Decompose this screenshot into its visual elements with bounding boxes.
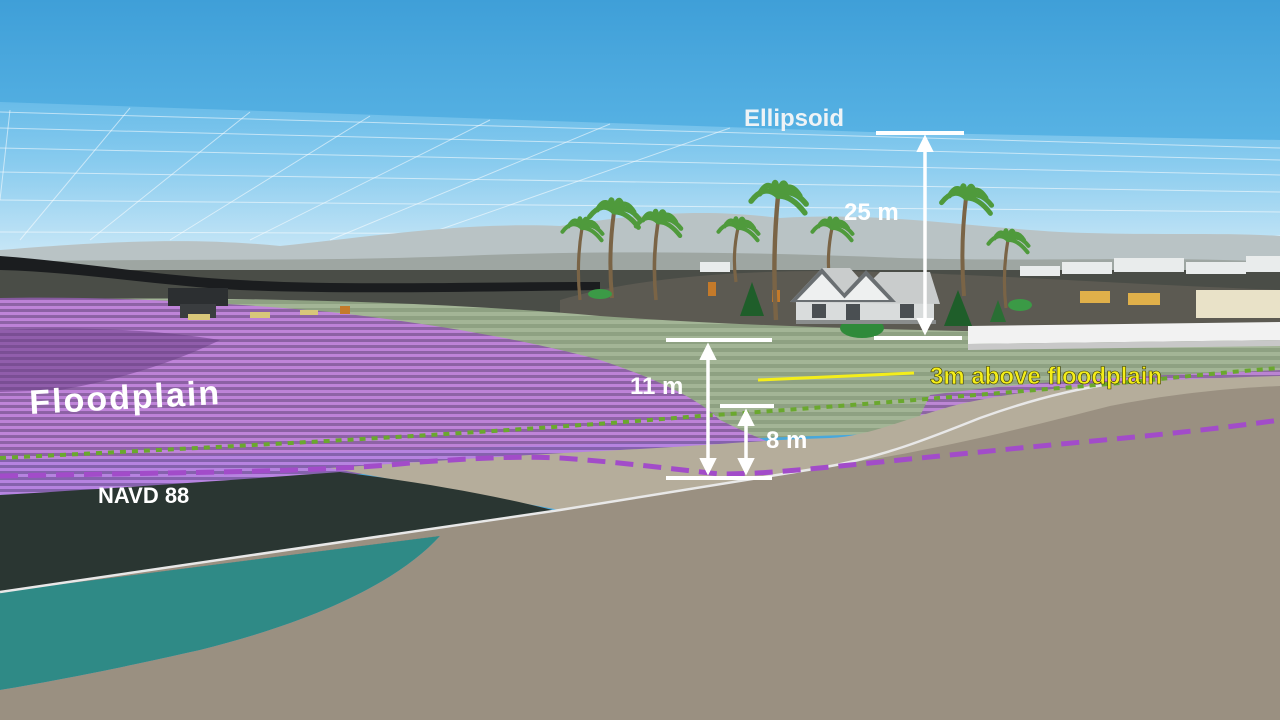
palm-frond [1006, 237, 1030, 255]
floodplain-line [0, 366, 1280, 460]
palm-frond [655, 219, 683, 239]
ellipsoid-label: Ellipsoid [744, 105, 844, 132]
ground-surface-line [0, 382, 1111, 594]
palm-frond [830, 225, 854, 243]
above-floodplain-label: 3m above floodplain [930, 363, 1162, 390]
white-walls [968, 290, 1280, 350]
house [790, 268, 940, 324]
barriers-left [188, 306, 350, 320]
dark-soil [0, 472, 560, 592]
measurement-annotations [666, 131, 964, 480]
navd-label: NAVD 88 [98, 483, 189, 508]
distant-buildings [700, 256, 1280, 276]
palm-frond [963, 195, 993, 216]
palm-trunk [732, 227, 740, 283]
total-height-label: 11 m [630, 373, 683, 400]
palm-frond [580, 225, 604, 243]
water-layer [0, 536, 440, 690]
palm-trunk [652, 221, 660, 301]
above-floodplain-marker [757, 371, 915, 382]
palm-trunk [772, 195, 781, 321]
sandy-bank [330, 376, 1280, 510]
palm-trunk [608, 211, 616, 299]
palm-frond [775, 193, 808, 216]
palm-trunk [576, 227, 584, 301]
floodplain-shadow [0, 328, 220, 392]
palm-trees [560, 179, 1031, 321]
ellipsoid-height-label: 25 m [844, 199, 899, 226]
navd-height-label: 8 m [766, 427, 807, 454]
ground-section [0, 386, 1280, 720]
palm-trunk [960, 197, 968, 297]
palm-trunk [1002, 239, 1010, 309]
palm-frond [736, 225, 760, 243]
